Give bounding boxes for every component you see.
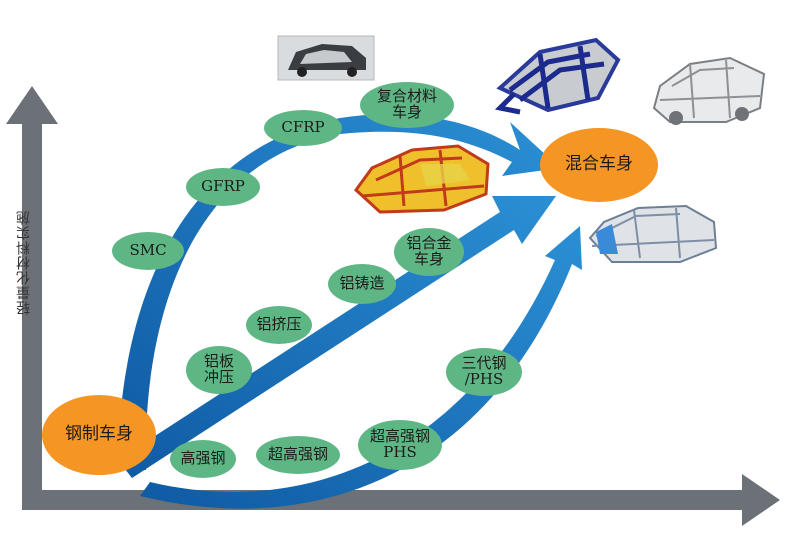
- lower-node-high-strength-steel: 高强钢: [170, 440, 236, 478]
- y-axis-arrowhead: [6, 86, 58, 124]
- upper-node-cfrp: CFRP: [264, 110, 342, 146]
- middle-node-aluminum-stamping: 铝板 冲压: [186, 346, 252, 394]
- end-node: 混合车身: [540, 128, 658, 202]
- blue-grey-body-in-white: [588, 204, 718, 263]
- upper-path-arrow: [118, 114, 560, 470]
- upper-node-composite-body: 复合材料 车身: [360, 82, 454, 128]
- start-node-label: 钢制车身: [65, 424, 133, 445]
- lower-node-uhss-phs: 超高强钢 PHS: [358, 420, 442, 470]
- upper-node-smc: SMC: [112, 232, 184, 270]
- y-axis-label: 轻量化材料实施: [16, 210, 32, 315]
- y-axis-shaft: [22, 118, 42, 510]
- carbon-body-shell-photo: [277, 35, 375, 81]
- start-node: 钢制车身: [42, 395, 156, 475]
- middle-node-aluminum-body: 铝合金 车身: [394, 228, 464, 276]
- grey-body-in-white: [652, 56, 766, 125]
- lower-node-third-gen-steel-phs: 三代钢 /PHS: [446, 348, 522, 396]
- x-axis-shaft: [22, 490, 748, 510]
- blue-mixed-body-frame: [494, 37, 621, 115]
- middle-node-aluminum-casting: 铝铸造: [328, 264, 396, 304]
- lower-node-ultra-high-strength-steel: 超高强钢: [256, 436, 340, 474]
- middle-node-aluminum-extrusion: 铝挤压: [246, 306, 312, 344]
- x-axis-arrowhead: [742, 474, 780, 526]
- aluminum-body-frame-color: [353, 144, 490, 214]
- end-node-label: 混合车身: [565, 154, 633, 175]
- upper-node-gfrp: GFRP: [186, 168, 260, 206]
